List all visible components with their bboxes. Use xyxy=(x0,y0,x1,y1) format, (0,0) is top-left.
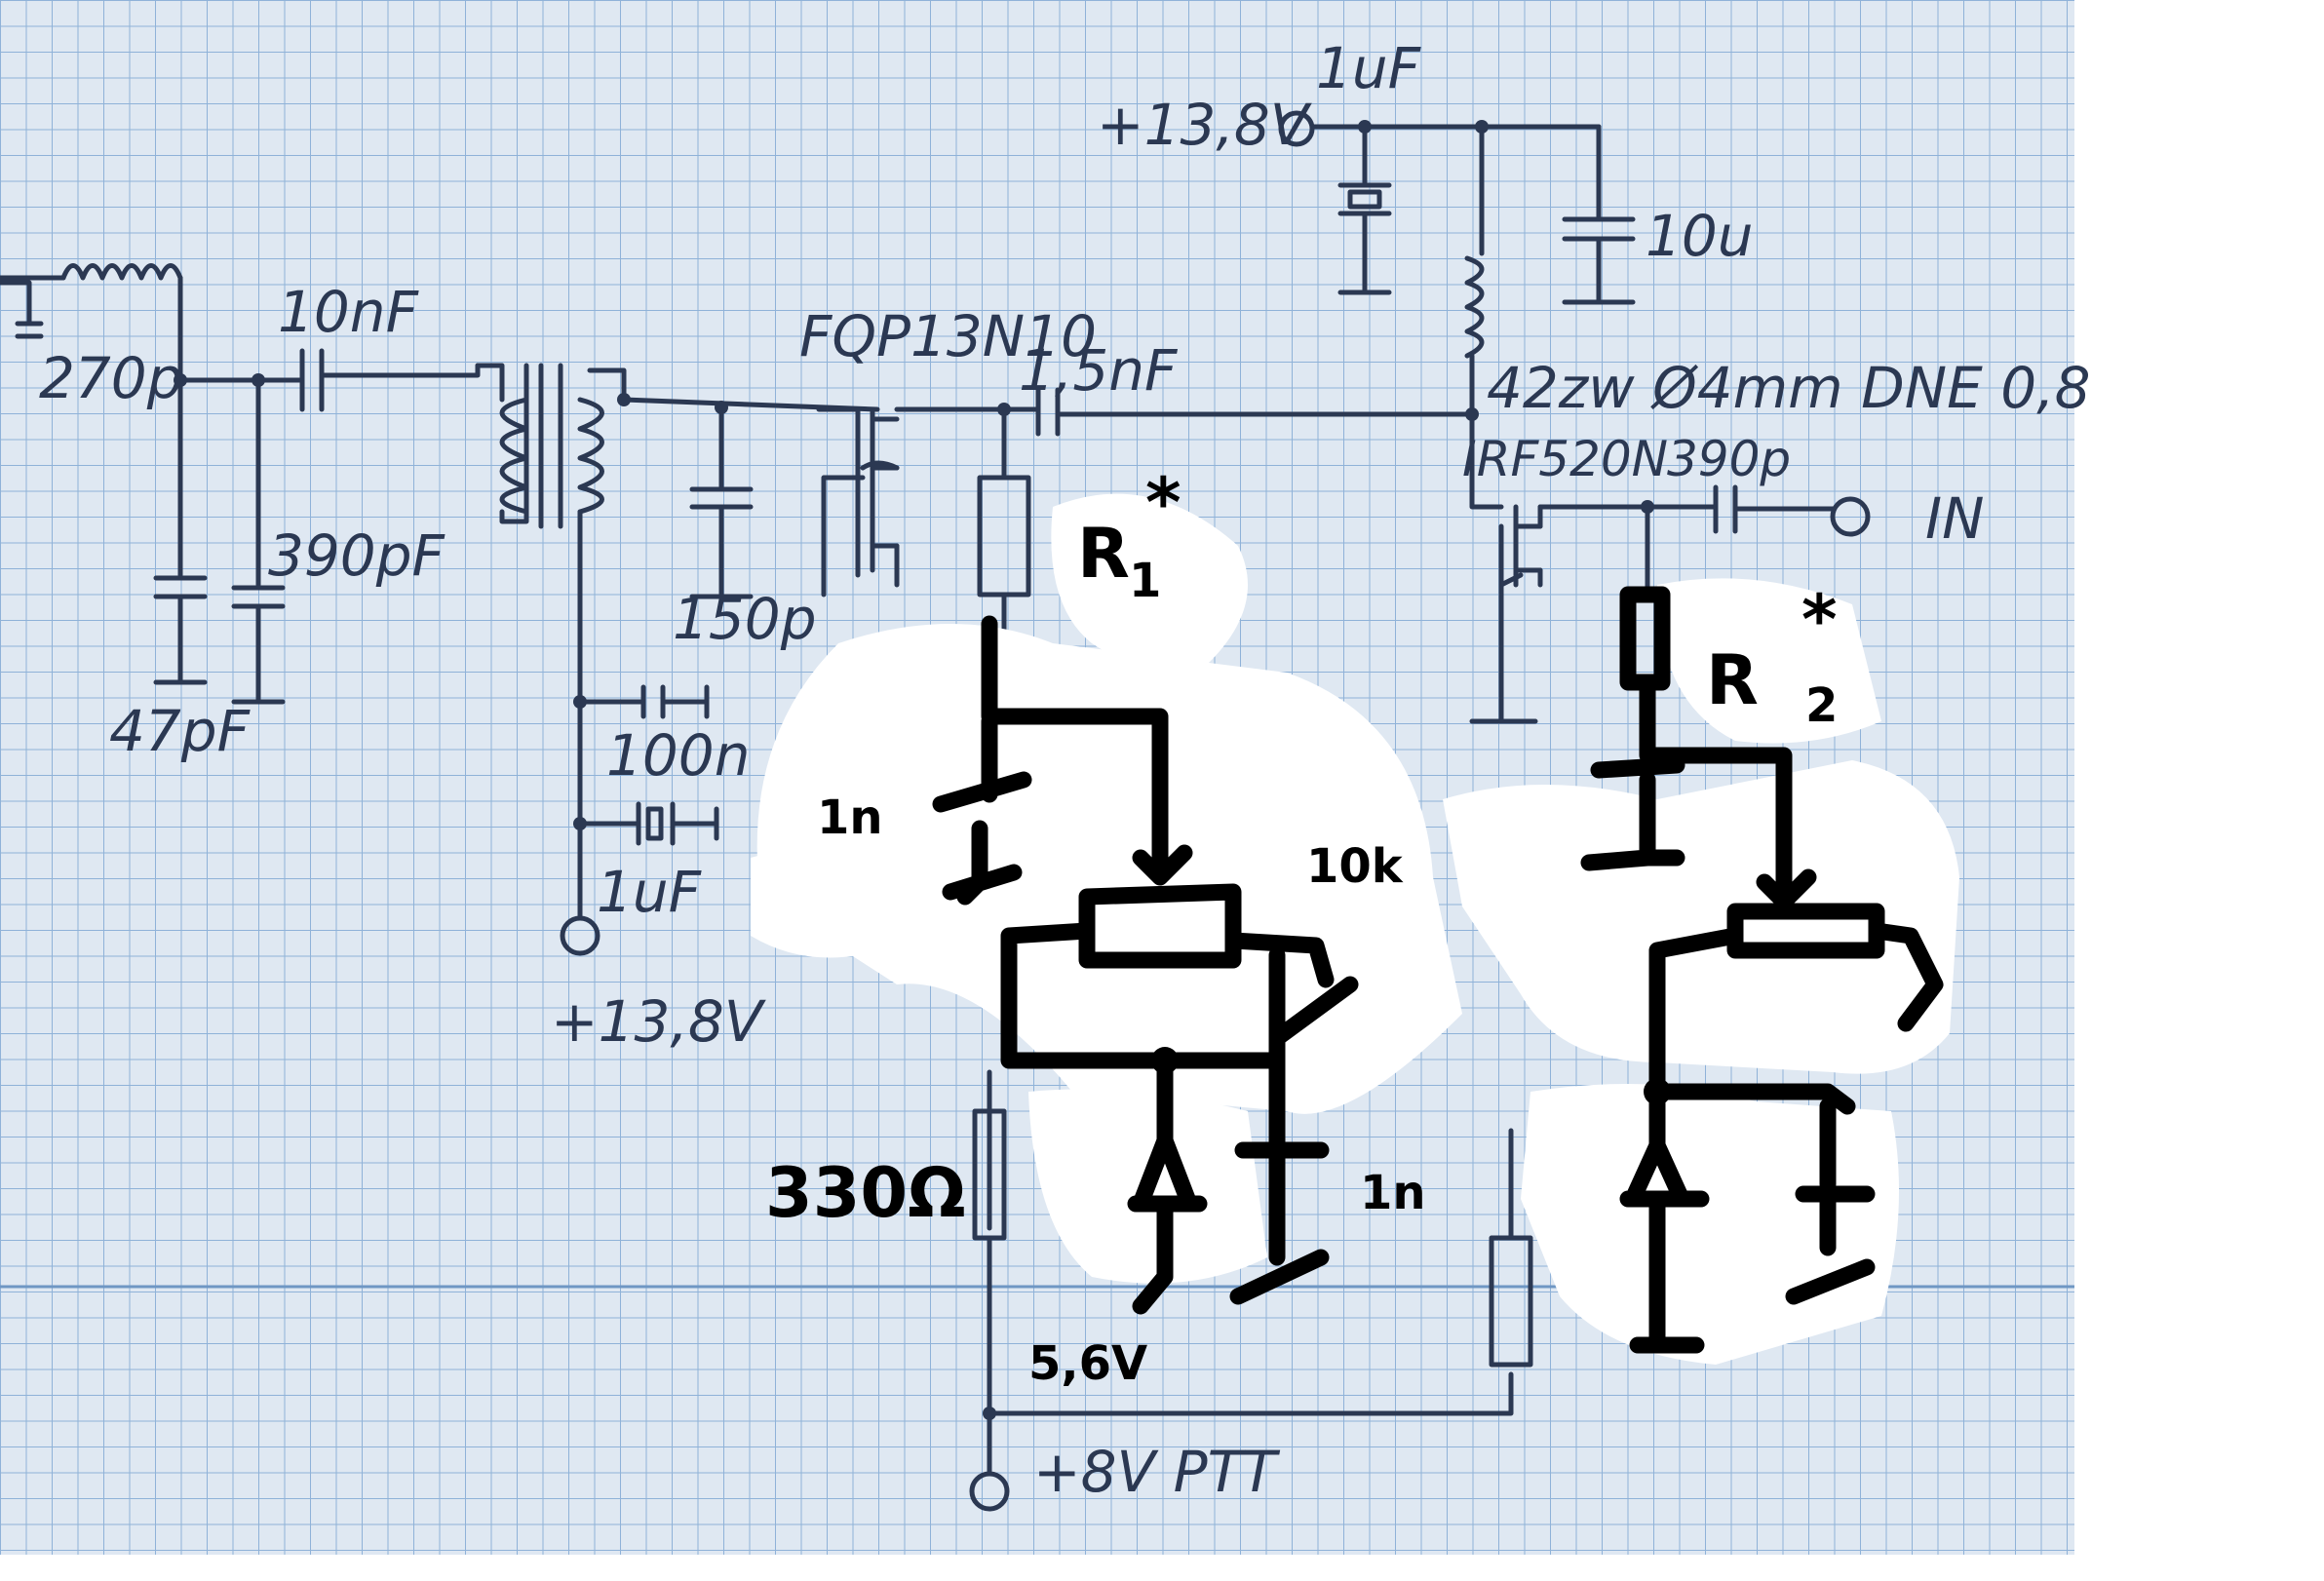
label-supply-top: +13,8V xyxy=(1097,92,1313,158)
label-cap-270p: 270p xyxy=(39,345,183,411)
label-res-330: 330Ω xyxy=(765,1153,966,1233)
label-r1-sub: 1 xyxy=(1129,554,1161,608)
label-ptt: +8V PTT xyxy=(1033,1439,1281,1505)
marker-circuit xyxy=(932,586,1944,1354)
label-cap-1n-left: 1n xyxy=(817,790,883,845)
label-r1-star: * xyxy=(1145,463,1181,543)
label-fqp13n10: FQP13N10 xyxy=(799,303,1097,369)
label-cap-1-5nf: 1,5nF xyxy=(1019,337,1179,404)
label-coil-note: 42zw Ø4mm DNE 0,8 xyxy=(1487,355,2090,421)
label-cap-390pf: 390pF xyxy=(268,522,446,589)
label-r2-star: * xyxy=(1801,580,1838,660)
label-input: IN xyxy=(1925,485,1985,552)
label-zener-5-6v: 5,6V xyxy=(1028,1336,1147,1391)
label-cap-390p: 390p xyxy=(1667,431,1791,487)
label-cap-1n-mid: 1n xyxy=(1360,1166,1426,1220)
label-cap-10nf: 10nF xyxy=(278,279,420,345)
label-pot-10k: 10k xyxy=(1306,839,1404,894)
label-r2: R xyxy=(1706,640,1759,720)
label-cap-150p: 150p xyxy=(673,586,817,652)
label-r1: R xyxy=(1077,514,1130,594)
pen-circuit xyxy=(0,110,1871,1512)
label-cap-100n: 100n xyxy=(606,722,750,789)
marker-labels: R 1 * R 2 * 1n 10k 330Ω 1n 5,6V xyxy=(765,463,1838,1391)
label-cap-47pf: 47pF xyxy=(109,698,252,764)
label-cap-1uf-bottom: 1uF xyxy=(597,859,703,925)
correction-fluid xyxy=(751,493,1959,1365)
pen-labels: +13,8V 1uF 10u 42zw Ø4mm DNE 0,8 10nF FQ… xyxy=(39,35,2090,1505)
label-r2-sub: 2 xyxy=(1805,678,1838,733)
label-irf520n: IRF520N xyxy=(1462,431,1668,487)
label-cap-1uf-top: 1uF xyxy=(1316,35,1422,101)
label-cap-10u: 10u xyxy=(1646,203,1754,269)
label-supply-bottom: +13,8V xyxy=(551,988,767,1055)
